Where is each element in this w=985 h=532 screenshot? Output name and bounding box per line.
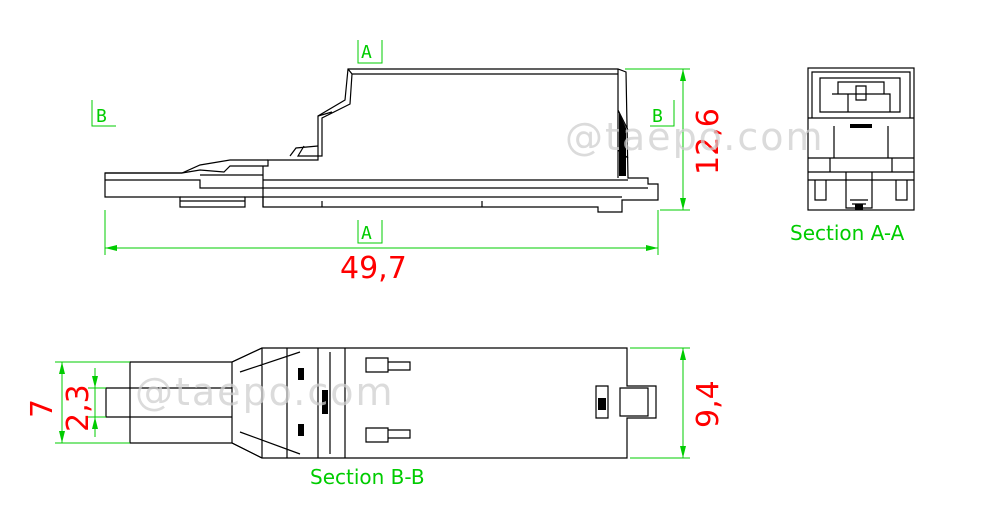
section-marker-b-right-label: B xyxy=(652,106,665,127)
watermark-bottom: @taepo.com xyxy=(135,370,395,414)
watermark-top: @taepo.com xyxy=(565,115,825,159)
dimension-height-value: 12,6 xyxy=(691,108,726,175)
section-a-title: Section A-A xyxy=(790,221,905,245)
side-view-hatch xyxy=(619,112,626,176)
dimension-outer-width: 7 xyxy=(25,361,130,444)
section-marker-a-bottom: A xyxy=(357,220,383,244)
dimension-height: 12,6 xyxy=(625,68,726,211)
section-marker-a-top-label: A xyxy=(361,42,374,63)
section-a-view: Section A-A xyxy=(790,67,915,245)
section-marker-b-left: B xyxy=(91,100,116,127)
dimension-inner-width-value: 2,3 xyxy=(61,384,96,432)
side-view-latch xyxy=(105,159,268,202)
dimension-length: 49,7 xyxy=(104,210,659,286)
side-view-body-outline xyxy=(104,68,659,213)
dimension-outer-width-value: 7 xyxy=(25,399,60,418)
section-marker-b-right: B xyxy=(650,100,675,127)
dimension-body-width: 9,4 xyxy=(630,347,726,459)
section-b-view: 7 2,3 9,4 Section B-B xyxy=(25,347,726,489)
side-view-bands xyxy=(200,166,648,207)
section-b-internals xyxy=(129,347,649,459)
dimension-length-value: 49,7 xyxy=(340,251,407,286)
section-b-outline xyxy=(105,347,657,459)
dimension-body-width-value: 9,4 xyxy=(691,380,726,428)
dimension-inner-width: 2,3 xyxy=(61,368,106,437)
side-view-ticks xyxy=(321,201,483,207)
section-marker-a-top: A xyxy=(357,40,383,64)
section-a-fill xyxy=(850,124,872,210)
side-view xyxy=(104,68,659,213)
side-view-step xyxy=(289,68,618,157)
section-b-title: Section B-B xyxy=(310,465,425,489)
section-marker-b-left-label: B xyxy=(96,106,109,127)
section-marker-a-bottom-label: A xyxy=(361,223,374,244)
